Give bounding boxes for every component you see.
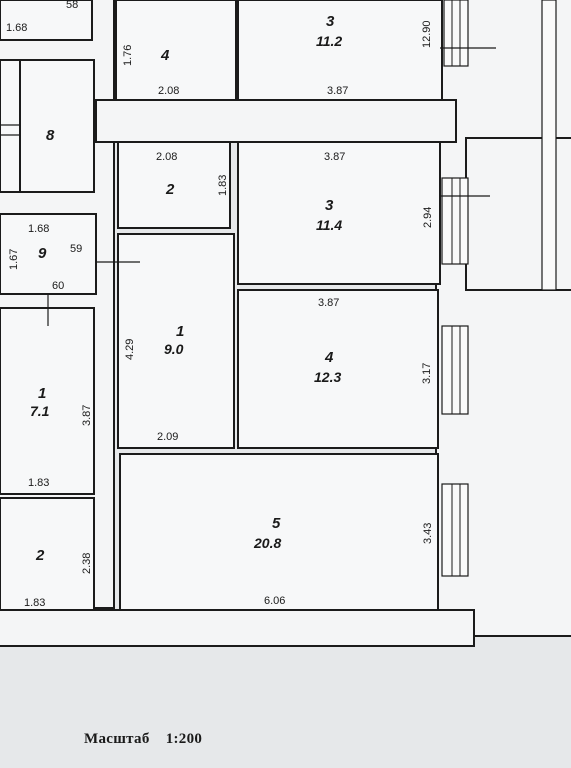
window-right-room4 [441, 325, 469, 415]
room-area: 11.2 [316, 33, 342, 49]
room-top-left-partial [0, 0, 93, 41]
outer-wall-bottom [0, 609, 475, 647]
window-mid-right [441, 177, 469, 265]
room-number: 9 [38, 245, 47, 262]
room-labels: 1.68 58 4 1.76 2.08 3 11.2 12.90 3.87 8 … [6, 0, 434, 609]
room-8 [19, 59, 95, 193]
dim-label: 3.87 [327, 85, 348, 97]
room-3-top [237, 0, 443, 101]
room-number: 3 [325, 197, 334, 214]
dim-label: 1.68 [6, 22, 27, 34]
room-area: 12.3 [314, 369, 341, 385]
room-left-strip [0, 59, 21, 193]
scale-caption: Масштаб 1:200 [84, 731, 214, 748]
room-3-mid [237, 141, 441, 285]
dim-label: 1.83 [24, 597, 45, 609]
room-area: 20.8 [253, 535, 281, 551]
room-2-mid [117, 141, 231, 229]
dim-label: 2.08 [158, 85, 179, 97]
vent-marks [0, 47, 496, 326]
dim-label: 3.87 [324, 151, 345, 163]
room-number: 4 [324, 349, 334, 366]
dim-label: 3.87 [318, 297, 339, 309]
dim-label: 1.67 [8, 249, 20, 270]
dim-label: 1.68 [28, 223, 49, 235]
room-1-mid [117, 233, 235, 449]
room-number: 2 [165, 181, 175, 198]
window-top-right [443, 0, 469, 67]
dim-label: 4.29 [124, 339, 136, 360]
corridor-band [95, 99, 457, 143]
room-4-top [115, 0, 237, 101]
room-number: 5 [272, 515, 281, 532]
dim-label: 2.94 [422, 207, 434, 228]
dim-label: 3.87 [81, 405, 93, 426]
room-number: 3 [326, 13, 335, 30]
room-number: 1 [38, 385, 46, 402]
dim-label: 1.83 [28, 477, 49, 489]
room-area: 9.0 [164, 341, 184, 357]
room-number: 8 [46, 127, 55, 144]
window-right-room5 [441, 483, 469, 577]
room-4-mid [237, 289, 439, 449]
room-number: 2 [35, 547, 45, 564]
scale-value: 1:200 [165, 731, 203, 747]
dim-label: 3.43 [422, 523, 434, 544]
room-area: 11.4 [316, 217, 342, 233]
dim-label: 59 [70, 243, 82, 255]
window-far-right [541, 0, 557, 291]
room-number: 1 [176, 323, 184, 340]
dim-label: 60 [52, 280, 64, 292]
dim-label: 2.08 [156, 151, 177, 163]
dim-label: 58 [66, 0, 78, 11]
room-2-left [0, 497, 95, 611]
dim-label: 6.06 [264, 595, 285, 607]
room-area: 7.1 [30, 403, 50, 419]
room-5 [119, 453, 439, 611]
dim-label: 1.76 [122, 45, 134, 66]
dim-label: 2.38 [81, 553, 93, 574]
dim-label: 12.90 [421, 20, 433, 48]
dim-label: 2.09 [157, 431, 178, 443]
dim-label: 3.17 [421, 363, 433, 384]
room-9 [0, 213, 97, 295]
room-number: 4 [160, 47, 170, 64]
scale-label: Масштаб [84, 731, 150, 747]
room-1-left [0, 307, 95, 495]
dim-label: 1.83 [217, 175, 229, 196]
